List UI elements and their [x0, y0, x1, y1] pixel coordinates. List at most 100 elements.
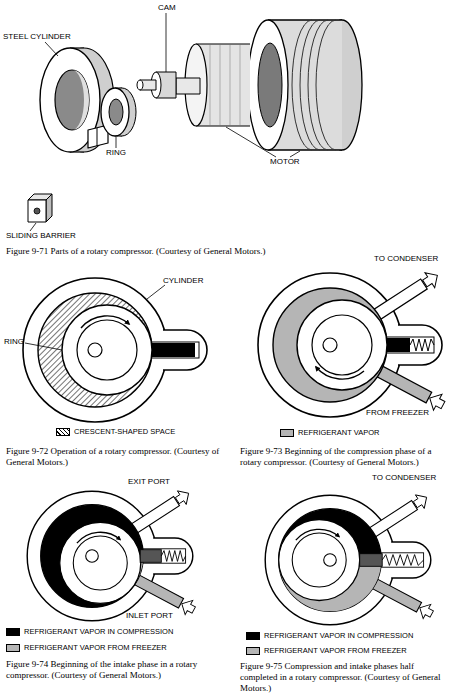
compressor-section — [265, 490, 435, 624]
compressor-section — [41, 505, 144, 608]
compressor-section — [380, 553, 423, 567]
compressor-section — [297, 300, 387, 390]
compressor-section — [173, 486, 193, 507]
steel-cylinder — [55, 70, 89, 130]
cam-shaft — [137, 72, 200, 98]
legend-text: REFRIGERANT VAPOR — [298, 428, 379, 437]
steel-cylinder — [72, 70, 89, 130]
leader-line — [45, 42, 58, 56]
compressor-section — [27, 486, 197, 620]
compressor-section — [161, 551, 185, 562]
leader-line — [166, 13, 167, 72]
ring-part — [109, 99, 123, 125]
compressor-section — [151, 342, 199, 358]
compressor-section — [86, 550, 99, 563]
legend-row: CRESCENT-SHAPED SPACE — [56, 427, 175, 436]
leader-line — [290, 151, 300, 157]
compressor-section — [279, 520, 360, 601]
compressor-section — [62, 305, 152, 395]
figure-caption: Figure 9-73 Beginning of the compression… — [240, 446, 448, 468]
compressor-section — [60, 522, 141, 603]
compressor-section — [81, 316, 129, 328]
compressor-section — [265, 495, 395, 625]
compressor-section — [178, 597, 198, 618]
part-label: STEEL CYLINDER — [3, 32, 71, 41]
legend-row: REFRIGERANT VAPOR IN COMPRESSION — [246, 631, 413, 640]
motor-rotor — [240, 45, 241, 125]
legend-row: REFRIGERANT VAPOR FROM FREEZER — [6, 643, 167, 652]
compressor-section — [316, 367, 364, 379]
compressor-section — [27, 491, 157, 621]
leader-line — [30, 13, 300, 231]
compressor-section — [258, 273, 402, 417]
compressor-section — [62, 305, 152, 395]
motor-stator — [308, 20, 328, 150]
motor-rotor — [210, 45, 211, 125]
motor-stator — [248, 20, 362, 150]
compressor-section — [279, 520, 360, 601]
part-label: CYLINDER — [163, 276, 203, 285]
compressor-section — [410, 339, 434, 351]
part-label: TO CONDENSER — [374, 254, 438, 263]
legend-swatch — [56, 428, 70, 436]
legend-text: REFRIGERANT VAPOR IN COMPRESSION — [24, 627, 173, 636]
compressor-section — [279, 509, 382, 612]
motor-stator — [268, 19, 342, 20]
sliding-barrier — [34, 208, 40, 214]
compressor-section — [88, 343, 102, 357]
figure-caption: Figure 9-74 Beginning of the intake phas… — [6, 659, 226, 681]
compressor-section — [60, 522, 141, 603]
legend-swatch — [246, 632, 260, 640]
motor-stator — [268, 149, 342, 150]
part-label: SLIDING BARRIER — [6, 231, 76, 240]
compressor-section — [386, 337, 434, 353]
motor-rotor — [220, 45, 221, 125]
motor-rotor — [196, 125, 250, 126]
compressor-section — [258, 268, 447, 417]
motor-stator — [248, 20, 288, 150]
compressor-parts — [28, 13, 362, 231]
figure-caption: Figure 9-72 Operation of a rotary compre… — [6, 446, 221, 468]
legend-swatch — [246, 647, 260, 655]
part-label: INLET PORT — [126, 611, 173, 620]
compressor-section — [360, 554, 383, 567]
compressor-section — [23, 278, 207, 422]
sliding-barrier — [28, 194, 52, 222]
compressor-section — [273, 288, 387, 402]
compressor-section — [296, 529, 339, 540]
steel-cylinder — [97, 128, 98, 146]
legend-row: REFRIGERANT VAPOR IN COMPRESSION — [6, 627, 173, 636]
compressor-section — [382, 555, 423, 566]
legend-swatch — [280, 429, 294, 437]
legend-text: REFRIGERANT VAPOR FROM FREEZER — [24, 643, 167, 652]
compressor-section — [324, 554, 337, 567]
compressor-section — [312, 315, 372, 375]
compressor-section — [152, 343, 195, 357]
leader-line — [25, 343, 62, 350]
part-label: TO CONDENSER — [372, 473, 436, 482]
motor-rotor — [196, 43, 250, 44]
legend-text: CRESCENT-SHAPED SPACE — [74, 427, 175, 436]
compressor-section — [23, 278, 167, 422]
compressor-section — [420, 268, 442, 291]
legend-text: REFRIGERANT VAPOR FROM FREEZER — [264, 646, 407, 655]
legend-swatch — [6, 644, 20, 652]
figure-caption: Figure 9-75 Compression and intake phase… — [240, 661, 448, 693]
cam-shaft — [137, 80, 143, 90]
part-label: MOTOR — [270, 157, 300, 166]
legend-row: REFRIGERANT VAPOR — [280, 428, 379, 437]
part-label: RING — [4, 337, 24, 346]
motor-stator — [258, 43, 282, 127]
leader-line — [25, 285, 165, 350]
sliding-barrier — [28, 200, 46, 222]
compressor-section — [323, 338, 337, 352]
compressor-section — [297, 300, 387, 390]
part-label: RING — [106, 148, 126, 157]
motor-stator — [300, 20, 320, 150]
leader-line — [116, 137, 117, 148]
compressor-section — [73, 536, 127, 590]
leader-line — [147, 285, 165, 299]
compressor-section — [411, 490, 431, 511]
